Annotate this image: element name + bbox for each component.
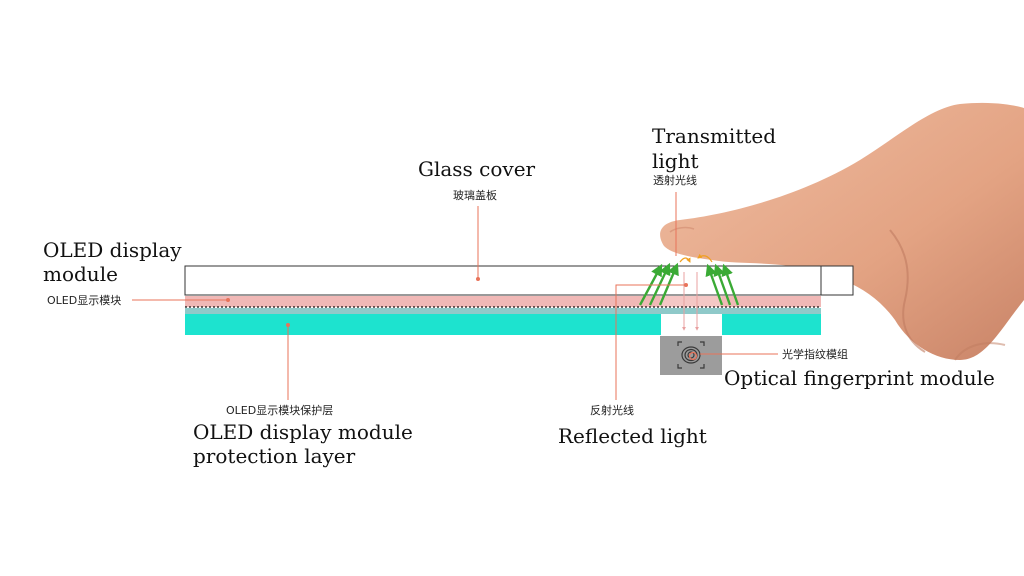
- transmitted-light-label-zh: 透射光线: [653, 174, 697, 187]
- reflected-light-label: Reflected light: [558, 424, 707, 448]
- transmitted-light-label-line2: light: [652, 149, 699, 173]
- protection-layer: [185, 308, 821, 335]
- protection-layer-label-line2: protection layer: [193, 444, 356, 468]
- glass-cover-label: Glass cover: [418, 157, 536, 181]
- reflected-light-arrows: [682, 272, 699, 331]
- fingerprint-icon: [677, 341, 705, 369]
- glass-cover-label-zh: 玻璃盖板: [453, 189, 497, 202]
- leader-dots: [226, 277, 688, 327]
- fingerprint-module-label-zh: 光学指纹模组: [782, 348, 848, 361]
- scatter-arrows: [679, 253, 713, 263]
- finger-hand-image: [660, 102, 1024, 361]
- leader-lines: [132, 192, 778, 400]
- transmitted-light-label-line1: Transmitted: [652, 124, 777, 148]
- reflected-light-label-zh: 反射光线: [590, 404, 634, 417]
- oled-module-label-line1: OLED display: [43, 238, 182, 262]
- oled-display-layer: [185, 296, 821, 308]
- oled-module-label-zh: OLED显示模块: [47, 294, 122, 307]
- protection-layer-label-line1: OLED display module: [193, 420, 413, 444]
- optical-fingerprint-module: [660, 336, 722, 375]
- oled-module-label-line2: module: [43, 262, 118, 286]
- glass-cover-layer: [184, 265, 854, 296]
- fingerprint-module-label: Optical fingerprint module: [724, 366, 995, 390]
- protection-layer-label-zh: OLED显示模块保护层: [226, 404, 334, 417]
